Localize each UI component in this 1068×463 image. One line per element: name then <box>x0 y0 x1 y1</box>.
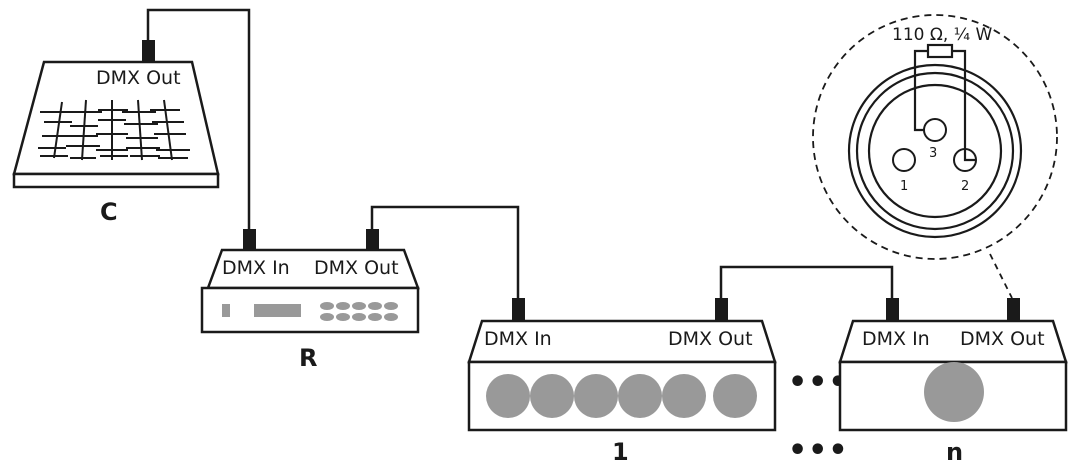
repeater-id-label: R <box>299 344 317 372</box>
controller-connector <box>142 40 155 64</box>
controller-base <box>12 172 220 189</box>
resistor-icon <box>926 43 954 59</box>
controller-console: DMX Out <box>12 40 220 226</box>
cables <box>146 8 894 300</box>
repeater-body <box>200 286 420 334</box>
xlr-mid-ring <box>855 71 1015 231</box>
pin-2-label: 2 <box>961 179 969 194</box>
device-n-id-label: n <box>946 438 963 463</box>
repeater-in-label: DMX In <box>222 257 290 279</box>
pin-1-label: 1 <box>900 179 908 194</box>
xlr-pin-3 <box>923 118 947 142</box>
device-1-out-label: DMX Out <box>668 328 753 350</box>
fader-grid-icon <box>38 99 190 161</box>
device-1-id-label: 1 <box>612 438 629 463</box>
repeater-display <box>254 304 301 317</box>
device-n-in-label: DMX In <box>862 328 930 350</box>
xlr-inner-ring <box>867 83 1003 219</box>
device-1-lamps <box>486 374 757 418</box>
device-n-lamp <box>924 362 984 422</box>
ellipsis-bottom: ••• <box>788 433 849 463</box>
device-1-out-connector <box>715 298 728 322</box>
resistor-lead-left <box>913 49 928 132</box>
cable-controller-to-repeater <box>146 8 251 229</box>
resistor-lead-right <box>952 49 976 162</box>
repeater-in-connector <box>243 229 256 251</box>
cable-repeater-to-device-1 <box>370 205 520 300</box>
resistor-label: 110 Ω, ¼ W <box>892 25 993 45</box>
device-n-out-label: DMX Out <box>960 328 1045 350</box>
repeater-button-grid <box>320 302 398 321</box>
device-n-in-connector <box>886 298 899 322</box>
xlr-outer-ring <box>847 63 1023 239</box>
device-last: DMX In DMX Out n <box>838 298 1068 463</box>
repeater-indicator <box>222 304 230 317</box>
ellipsis-middle: ••• <box>788 365 849 400</box>
device-n-out-connector <box>1007 298 1020 322</box>
device-first: DMX In DMX Out 1 <box>467 298 777 463</box>
cable-device-1-to-device-n <box>719 265 894 300</box>
controller-id-label: C <box>100 198 118 226</box>
terminator-detail: 1 2 3 110 Ω, ¼ W <box>812 14 1058 299</box>
controller-port-label: DMX Out <box>96 67 181 89</box>
pin-3-label: 3 <box>929 146 937 161</box>
repeater-out-label: DMX Out <box>314 257 399 279</box>
device-1-in-connector <box>512 298 525 322</box>
device-1-in-label: DMX In <box>484 328 552 350</box>
xlr-pin-1 <box>892 148 916 172</box>
zoom-leader-line <box>989 253 1013 299</box>
repeater-unit: DMX In DMX Out R <box>200 229 420 372</box>
repeater-out-connector <box>366 229 379 251</box>
